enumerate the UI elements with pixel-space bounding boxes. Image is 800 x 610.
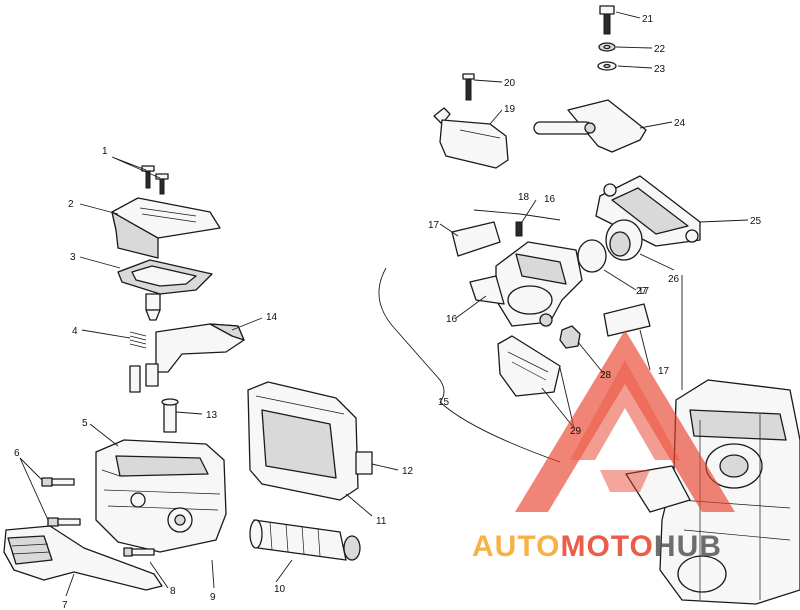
flat-washer-part <box>597 61 617 71</box>
callout-27: 27 <box>636 286 648 297</box>
left-leader-lines <box>19 156 399 597</box>
callout-10: 10 <box>274 584 286 595</box>
lever-part <box>129 323 245 393</box>
master-cylinder-body-part <box>95 439 227 553</box>
top-bolt-part <box>599 5 615 35</box>
callout-11: 11 <box>376 516 387 527</box>
grip-part <box>249 519 361 561</box>
watermark-text-auto: AUTO <box>472 530 560 563</box>
caliper-body-part <box>469 241 583 327</box>
callout-16b: 16 <box>544 194 556 205</box>
callout-17b: 17 <box>638 286 650 297</box>
brake-pad-upper-part <box>451 221 501 257</box>
watermark-text-moto: MOTO <box>560 530 653 563</box>
callout-26: 26 <box>668 274 680 285</box>
washer-part <box>598 42 616 52</box>
callout-14: 14 <box>266 312 278 323</box>
bleeder-fitting-part <box>433 107 509 169</box>
callout-7: 7 <box>62 600 68 610</box>
callout-18: 18 <box>518 192 530 203</box>
callout-22: 22 <box>654 44 666 55</box>
hex-nut-part <box>559 325 581 349</box>
callout-20: 20 <box>504 78 516 89</box>
caliper-piston-part <box>577 219 643 273</box>
callout-13: 13 <box>206 410 218 421</box>
svg-text:AUTOMOTOHUB: AUTOMOTOHUB <box>472 530 722 563</box>
diaphragm-part <box>117 259 213 295</box>
brake-lever-part <box>3 525 163 591</box>
shield-bracket-part <box>533 99 647 153</box>
callout-4: 4 <box>72 326 78 337</box>
callout-25: 25 <box>750 216 762 227</box>
pin-part <box>161 398 179 433</box>
bracket-outline <box>378 267 561 463</box>
watermark-triangle-icon <box>515 330 735 512</box>
callout-29: 29 <box>570 426 582 437</box>
callout-8: 8 <box>170 586 176 597</box>
spring-part <box>129 331 147 349</box>
cover-part <box>111 197 221 259</box>
callout-5: 5 <box>82 418 88 429</box>
callout-19: 19 <box>504 104 516 115</box>
callout-1: 1 <box>102 146 108 157</box>
reservoir-plate-part <box>247 381 373 501</box>
pivot-screw-part <box>123 547 155 557</box>
callout-16a: 16 <box>446 314 458 325</box>
bolt-pair-part <box>41 477 81 527</box>
callout-24: 24 <box>674 118 686 129</box>
callout-6: 6 <box>14 448 20 459</box>
callout-21: 21 <box>642 14 654 25</box>
callout-28: 28 <box>600 370 612 381</box>
watermark-logo: AUTOMOTOHUB <box>472 330 735 563</box>
bleed-screw-part <box>462 73 475 101</box>
pad-holder-part <box>497 335 561 397</box>
callout-labels: 1 2 3 4 5 6 7 8 9 10 11 12 13 14 15 16 1… <box>14 14 762 610</box>
small-screw-part <box>515 221 523 237</box>
callout-17c: 17 <box>658 366 670 377</box>
right-leader-lines <box>439 11 749 429</box>
callout-15: 15 <box>438 397 450 408</box>
callout-2: 2 <box>68 199 74 210</box>
callout-17a: 17 <box>428 220 440 231</box>
watermark-text-hub: HUB <box>654 530 722 563</box>
crankcase-part <box>625 379 800 605</box>
callout-12: 12 <box>402 466 414 477</box>
callout-23: 23 <box>654 64 666 75</box>
callout-3: 3 <box>70 252 76 263</box>
brake-pad-lower-part <box>603 303 651 337</box>
piston-part <box>145 293 161 321</box>
callout-9: 9 <box>210 592 216 603</box>
